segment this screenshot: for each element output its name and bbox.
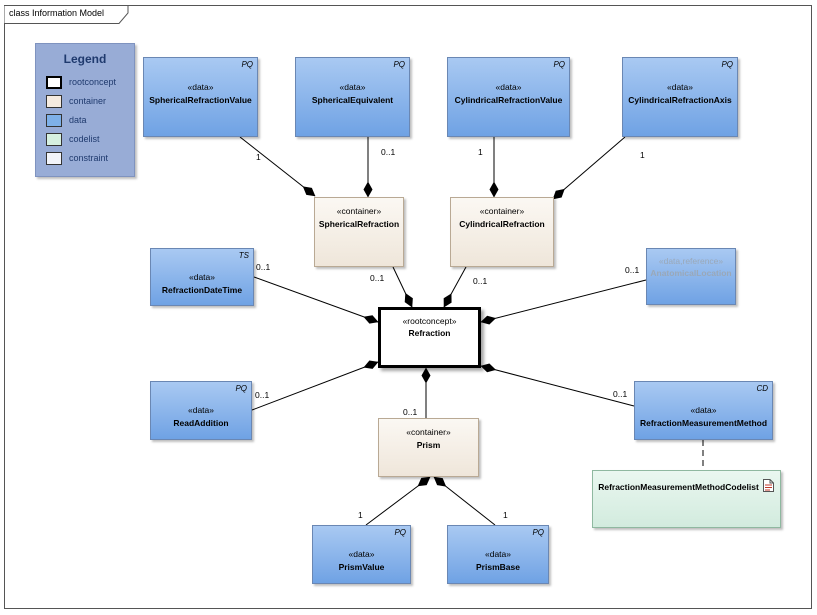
- node-sphericalrefractionvalue[interactable]: PQ «data» SphericalRefractionValue: [143, 57, 258, 137]
- node-type-tag: PQ: [241, 60, 253, 69]
- multiplicity-label: 1: [358, 510, 363, 520]
- legend-swatch-codelist: [46, 133, 62, 146]
- legend-swatch-data: [46, 114, 62, 127]
- node-type-tag: CD: [756, 384, 768, 393]
- node-name: CylindricalRefractionValue: [454, 95, 563, 105]
- multiplicity-label: 0..1: [255, 390, 270, 400]
- frame-title: class Information Model: [9, 8, 105, 18]
- node-type-tag: PQ: [532, 528, 544, 537]
- node-stereotype: «container»: [406, 427, 451, 437]
- assoc-anatomicallocation[interactable]: [480, 279, 647, 325]
- legend-label: rootconcept: [69, 77, 117, 87]
- assoc-prismvalue[interactable]: [365, 476, 431, 526]
- node-name: CylindricalRefractionAxis: [628, 95, 732, 105]
- node-stereotype: «data»: [339, 82, 366, 92]
- assoc-refractiondatetime[interactable]: [253, 276, 379, 324]
- legend-swatch-rootconcept: [46, 76, 62, 89]
- node-type-tag: PQ: [721, 60, 733, 69]
- node-refractiondatetime[interactable]: TS «data» RefractionDateTime: [150, 248, 254, 306]
- node-sphericalrefraction[interactable]: «container» SphericalRefraction: [314, 197, 404, 267]
- node-refraction[interactable]: «rootconcept» Refraction: [378, 307, 481, 368]
- node-name: RefractionDateTime: [161, 285, 243, 295]
- multiplicity-label: 1: [640, 150, 645, 160]
- legend-swatch-constraint: [46, 152, 62, 165]
- assoc-readaddition[interactable]: [251, 360, 379, 411]
- node-name: ReadAddition: [173, 418, 229, 428]
- node-stereotype: «data»: [690, 405, 717, 415]
- legend-title: Legend: [63, 52, 107, 66]
- assoc-refractionmeasurementmethod[interactable]: [480, 363, 635, 407]
- node-name: PrismValue: [338, 562, 385, 572]
- node-stereotype: «rootconcept»: [402, 316, 457, 326]
- node-name: SphericalRefraction: [318, 219, 400, 229]
- node-cylindricalrefractionaxis[interactable]: PQ «data» CylindricalRefractionAxis: [622, 57, 738, 137]
- assoc-cylindricalrefractionaxis[interactable]: [552, 136, 626, 200]
- node-refractionmeasurementmethod[interactable]: CD «data» RefractionMeasurementMethod: [634, 381, 773, 440]
- node-type-tag: PQ: [394, 528, 406, 537]
- multiplicity-label: 0..1: [403, 407, 418, 417]
- assoc-sphericalrefractionvalue[interactable]: [239, 136, 316, 197]
- node-refractionmeasurementmethodcodelist[interactable]: RefractionMeasurementMethodCodelist: [592, 470, 781, 528]
- legend-swatch-container: [46, 95, 62, 108]
- multiplicity-label: 0..1: [381, 147, 396, 157]
- node-stereotype: «data»: [189, 272, 215, 282]
- node-prismvalue[interactable]: PQ «data» PrismValue: [312, 525, 411, 584]
- multiplicity-label: 0..1: [370, 273, 385, 283]
- node-stereotype: «container»: [479, 206, 525, 216]
- node-stereotype: «container»: [336, 206, 382, 216]
- node-type-tag: TS: [238, 251, 249, 260]
- multiplicity-label: 0..1: [625, 265, 640, 275]
- node-name: RefractionMeasurementMethodCodelist: [598, 482, 759, 492]
- assoc-sphericalrefraction[interactable]: [392, 266, 413, 308]
- legend-label: codelist: [69, 134, 100, 144]
- node-name: SphericalRefractionValue: [149, 95, 252, 105]
- multiplicity-label: 1: [503, 510, 508, 520]
- node-stereotype: «data»: [348, 549, 375, 559]
- multiplicity-label: 0..1: [256, 262, 271, 272]
- node-cylindricalrefraction[interactable]: «container» CylindricalRefraction: [450, 197, 554, 267]
- diagram-frame: [4, 5, 812, 609]
- node-prismbase[interactable]: PQ «data» PrismBase: [447, 525, 549, 584]
- node-stereotype: «data»: [188, 405, 214, 415]
- document-icon: [763, 479, 774, 497]
- node-name: CylindricalRefraction: [459, 219, 545, 229]
- node-stereotype: «data»: [667, 82, 693, 92]
- assoc-cylindricalrefraction[interactable]: [443, 266, 467, 308]
- node-prism[interactable]: «container» Prism: [378, 418, 479, 477]
- node-type-tag: PQ: [553, 60, 565, 69]
- legend-label: constraint: [69, 153, 109, 163]
- multiplicity-label: 0..1: [473, 276, 488, 286]
- node-name: PrismBase: [476, 562, 520, 572]
- node-stereotype: «data»: [187, 82, 214, 92]
- node-stereotype: «data,reference»: [658, 256, 724, 266]
- legend: Legend rootconcept container data codeli…: [35, 43, 135, 177]
- node-cylindricalrefractionvalue[interactable]: PQ «data» CylindricalRefractionValue: [447, 57, 570, 137]
- legend-label: container: [69, 96, 107, 106]
- node-name: AnatomicalLocation: [650, 268, 732, 278]
- node-name: RefractionMeasurementMethod: [639, 418, 768, 428]
- frame-tab-outline: [4, 5, 129, 24]
- node-stereotype: «data»: [495, 82, 522, 92]
- node-name: Refraction: [408, 328, 451, 338]
- node-readaddition[interactable]: PQ «data» ReadAddition: [150, 381, 252, 440]
- node-sphericalequivalent[interactable]: PQ «data» SphericalEquivalent: [295, 57, 410, 137]
- node-name: SphericalEquivalent: [311, 95, 394, 105]
- assoc-prismbase[interactable]: [433, 476, 496, 526]
- legend-label: data: [69, 115, 87, 125]
- node-anatomicallocation[interactable]: «data,reference» AnatomicalLocation: [646, 248, 736, 305]
- node-type-tag: PQ: [393, 60, 405, 69]
- multiplicity-label: 1: [478, 147, 483, 157]
- node-stereotype: «data»: [485, 549, 511, 559]
- node-type-tag: PQ: [235, 384, 247, 393]
- multiplicity-label: 0..1: [613, 389, 628, 399]
- multiplicity-label: 1: [256, 152, 261, 162]
- node-name: Prism: [416, 440, 441, 450]
